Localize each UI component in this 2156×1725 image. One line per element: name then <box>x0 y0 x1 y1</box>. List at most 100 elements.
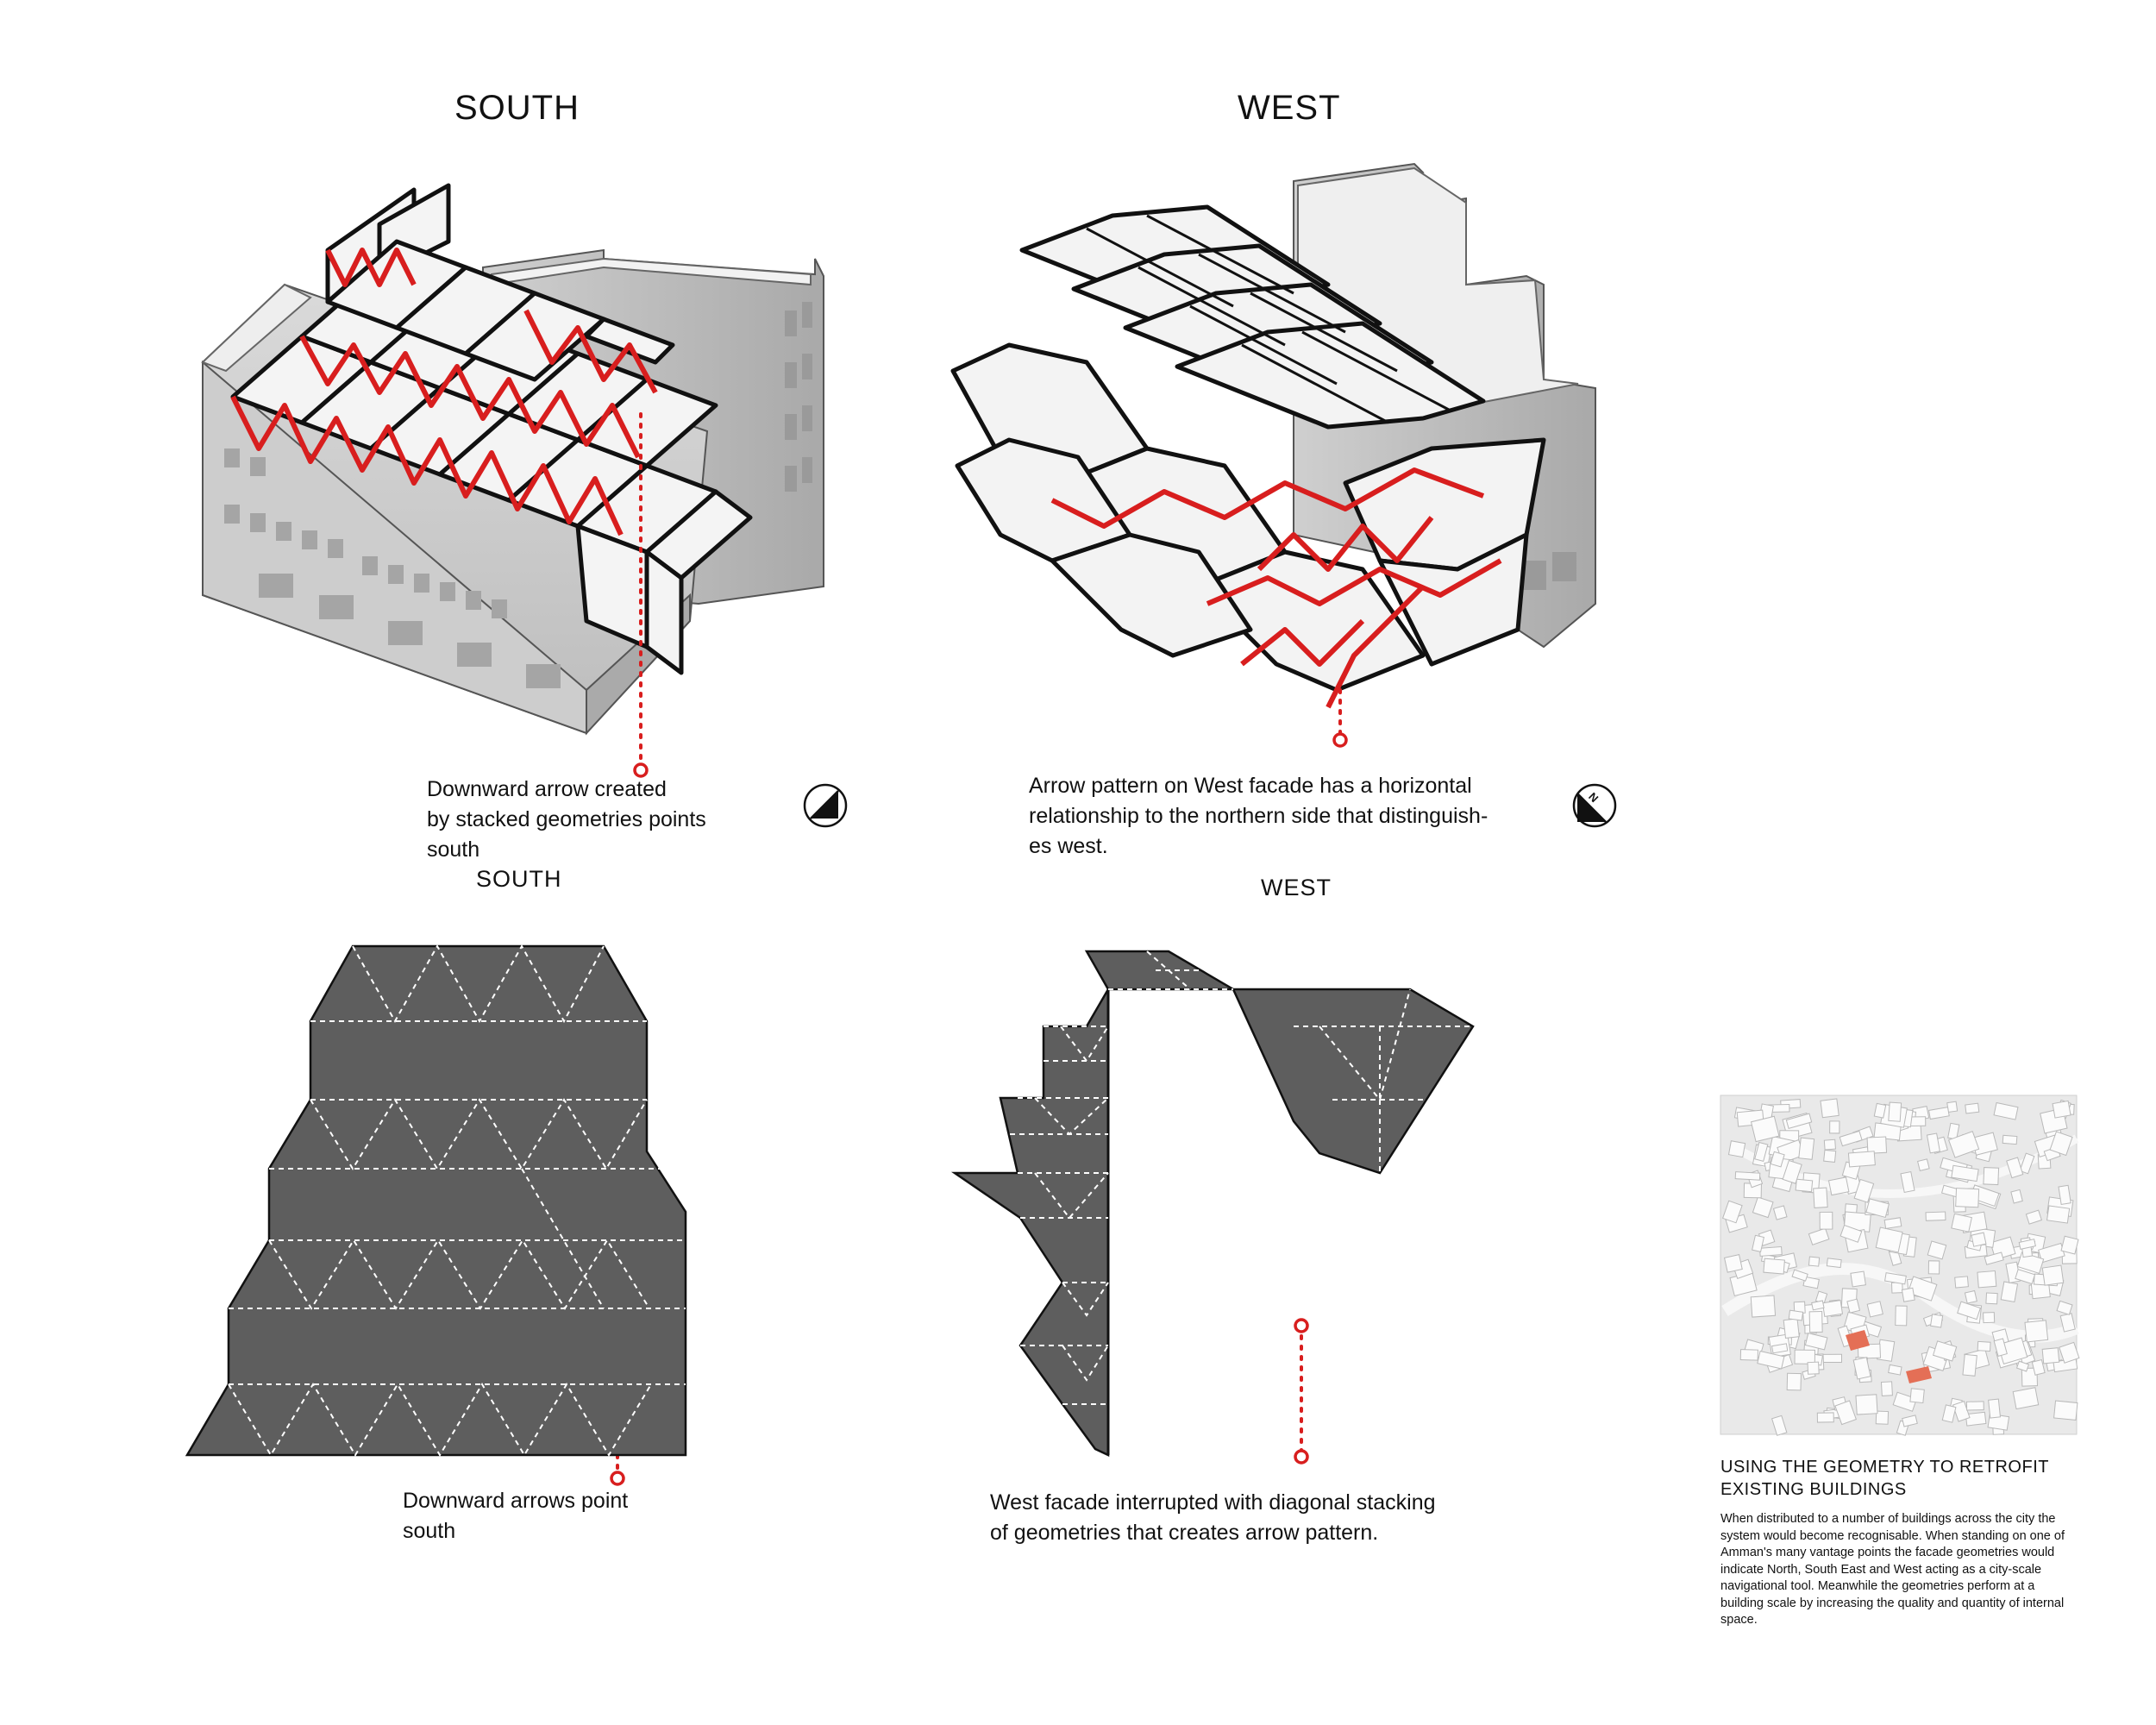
context-building-block <box>1782 1159 1802 1184</box>
context-building-block <box>1750 1295 1777 1318</box>
context-building-block <box>1802 1276 1820 1289</box>
context-building-block <box>1727 1140 1746 1158</box>
west-axon-title: WEST <box>1238 89 1341 127</box>
context-building-block <box>2024 1320 2049 1343</box>
west-axon-grid-lines <box>1086 214 1450 424</box>
context-building-block <box>2025 1209 2042 1225</box>
context-highlight-building <box>1906 1366 1932 1383</box>
context-building-block <box>1852 1357 1871 1380</box>
context-building-block <box>1875 1226 1903 1253</box>
context-building-block <box>1866 1136 1888 1154</box>
context-building-block <box>1771 1414 1788 1436</box>
context-building-block <box>1907 1276 1938 1302</box>
context-building-block <box>1883 1217 1902 1230</box>
south-north-arrow <box>803 783 848 828</box>
context-building-block <box>1808 1256 1821 1267</box>
context-building-block <box>1941 1404 1957 1423</box>
context-building-block <box>1820 1098 1839 1119</box>
context-building-block <box>1811 1300 1825 1311</box>
context-building-block <box>2002 1134 2018 1145</box>
context-building-block <box>1752 1196 1774 1219</box>
context-building-block <box>2000 1281 2019 1303</box>
context-building-block <box>1807 1361 1820 1375</box>
context-building-block <box>1901 1287 1915 1302</box>
context-building-block <box>1763 1258 1785 1275</box>
context-highlight-building <box>1846 1330 1870 1351</box>
context-building-block <box>2052 1100 2071 1119</box>
west-north-arrow <box>1572 783 1617 828</box>
context-building-block <box>2046 1205 2071 1224</box>
context-building-block <box>1816 1412 1834 1423</box>
context-building-block <box>1846 1298 1861 1314</box>
south-elevation-caption: Downward arrows point south <box>403 1489 629 1543</box>
context-building-block <box>2006 1157 2024 1179</box>
west-elevation-title: WEST <box>1261 875 1332 900</box>
context-building-block <box>1962 1353 1977 1377</box>
south-elevation-title: SOUTH <box>476 866 562 892</box>
context-building-block <box>1853 1178 1875 1203</box>
context-building-block <box>1965 1401 1984 1411</box>
context-building-block <box>2015 1360 2030 1372</box>
west-elevation-fold-lines <box>1000 950 1473 1405</box>
context-building-block <box>1957 1301 1982 1320</box>
context-building-block <box>1888 1101 1902 1122</box>
context-building-block <box>1977 1270 1997 1289</box>
context-building-block <box>1788 1309 1804 1321</box>
context-building-block <box>1821 1353 1843 1364</box>
context-building-block <box>1808 1311 1823 1333</box>
context-building-block <box>1965 1102 1980 1114</box>
context-building-block <box>2060 1235 2079 1255</box>
context-building-block <box>1819 1211 1833 1230</box>
context-building-block <box>1875 1410 1890 1425</box>
south-elevation <box>185 944 687 1457</box>
context-building-block <box>1985 1292 1998 1305</box>
context-building-block <box>2012 1387 2040 1410</box>
context-building-block <box>1721 1200 1743 1224</box>
south-elevation-fold-lines <box>228 944 686 1457</box>
context-building-block <box>1834 1400 1857 1426</box>
context-building-block <box>1965 1411 1987 1427</box>
west-axon-arrow-edges <box>1050 467 1502 709</box>
context-building-block <box>1795 1178 1814 1193</box>
retrofit-body: When distributed to a number of building… <box>1720 1512 2065 1627</box>
context-building-block <box>1785 1113 1813 1129</box>
west-axon-modules <box>950 204 1546 693</box>
context-building-block <box>1829 1120 1840 1134</box>
context-building-block <box>1839 1130 1863 1147</box>
context-building-block <box>1823 1149 1837 1163</box>
context-building-block <box>1808 1227 1830 1245</box>
context-building-block <box>1951 1213 1972 1233</box>
retrofit-title: USING THE GEOMETRY TO RETROFIT EXISTING … <box>1720 1458 2049 1499</box>
south-axon-windows <box>224 448 561 688</box>
context-building-block <box>1826 1258 1842 1269</box>
leader-end-circles <box>610 732 1348 1486</box>
context-building-block <box>1757 1350 1785 1370</box>
context-building-block <box>1723 1254 1743 1273</box>
context-building-block <box>1888 1364 1902 1376</box>
context-building-block <box>2041 1264 2065 1286</box>
context-building-block <box>1821 1300 1844 1317</box>
west-elevation-caption: West facade interrupted with diagonal st… <box>990 1490 1436 1545</box>
context-building-block <box>1984 1251 2004 1265</box>
context-building-block <box>1754 1141 1769 1163</box>
south-axon-arrow-edges <box>230 248 658 536</box>
context-building-block <box>2015 1269 2036 1285</box>
context-building-block <box>1927 1260 1940 1275</box>
context-building-block <box>1847 1151 1876 1168</box>
context-building-block <box>1947 1131 1980 1158</box>
context-building-block <box>1900 1170 1915 1194</box>
south-axon-caption: Downward arrow created by stacked geomet… <box>427 777 706 862</box>
context-building-block <box>2018 1239 2036 1250</box>
context-building-block <box>1750 1115 1780 1143</box>
context-building-block <box>2021 1367 2038 1387</box>
context-building-block <box>1993 1338 2008 1357</box>
context-building-block <box>1955 1188 1980 1208</box>
context-building-block <box>1932 1340 1958 1362</box>
context-building-block <box>1786 1372 1802 1391</box>
context-building-block <box>1823 1138 1837 1151</box>
west-axon-building <box>950 162 1596 709</box>
context-building-block <box>1804 1333 1828 1351</box>
west-elevation <box>950 950 1475 1457</box>
context-building-block <box>2049 1131 2073 1157</box>
